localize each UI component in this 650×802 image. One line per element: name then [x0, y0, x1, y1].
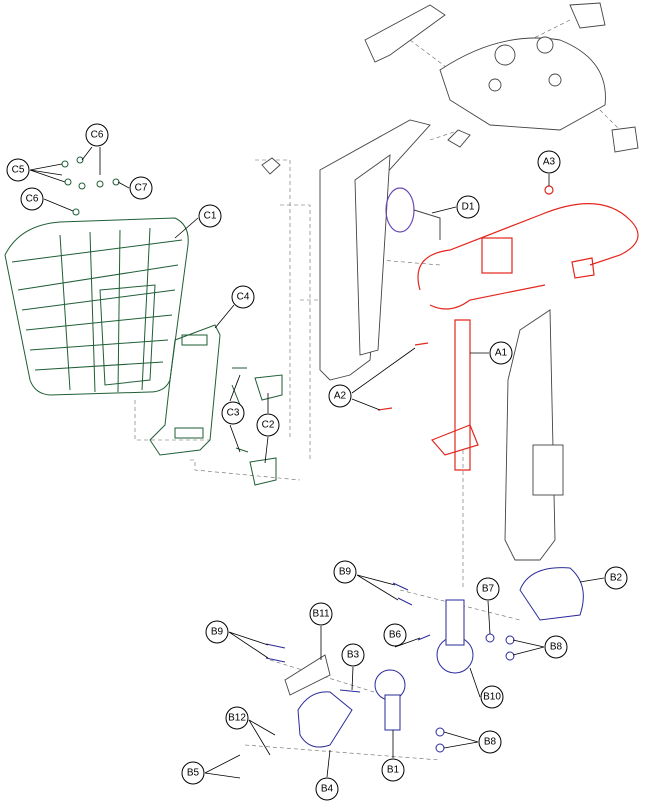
callout-c1: C1	[198, 204, 222, 228]
svg-text:C5: C5	[12, 165, 25, 176]
svg-text:B1: B1	[387, 765, 400, 776]
svg-text:B3: B3	[347, 650, 360, 661]
callout-c3: C3	[221, 401, 245, 425]
tiller-frame	[377, 185, 639, 471]
callout-b11: B11	[309, 602, 333, 626]
base-assembly	[265, 567, 584, 753]
callout-c4: C4	[231, 285, 255, 309]
callout-b12: B12	[225, 706, 249, 730]
callout-b8-bottom: B8	[478, 730, 502, 754]
callout-b1: B1	[381, 758, 405, 782]
svg-text:B9: B9	[211, 627, 224, 638]
svg-text:D1: D1	[462, 202, 475, 213]
svg-text:B8: B8	[484, 737, 497, 748]
callout-c5: C5	[6, 158, 30, 182]
callout-c2: C2	[256, 413, 280, 437]
svg-text:B4: B4	[321, 784, 334, 795]
callout-c7: C7	[129, 176, 153, 200]
svg-text:C2: C2	[262, 420, 275, 431]
svg-text:B10: B10	[483, 692, 501, 703]
basket-clips	[231, 367, 283, 486]
svg-text:A2: A2	[334, 391, 347, 402]
callout-b10: B10	[480, 685, 504, 709]
front-basket	[4, 217, 189, 396]
svg-text:B2: B2	[610, 573, 623, 584]
svg-text:C4: C4	[237, 292, 250, 303]
svg-text:B9: B9	[339, 567, 352, 578]
svg-text:B8: B8	[550, 642, 563, 653]
callout-d1: D1	[456, 195, 480, 219]
callout-b6: B6	[383, 623, 407, 647]
callout-b5: B5	[181, 761, 205, 785]
svg-text:B11: B11	[312, 609, 329, 620]
basket-hardware	[61, 156, 120, 216]
basket-bracket	[149, 324, 221, 456]
callout-b9-left: B9	[205, 620, 229, 644]
callout-b8-top: B8	[544, 635, 568, 659]
callout-b7: B7	[476, 577, 500, 601]
callout-b2: B2	[604, 566, 628, 590]
callout-a2: A2	[328, 384, 352, 408]
mirror	[385, 187, 441, 240]
svg-text:C1: C1	[204, 211, 217, 222]
callout-b4: B4	[315, 777, 339, 801]
callout-c6-left: C6	[20, 187, 44, 211]
svg-text:A3: A3	[543, 157, 556, 168]
svg-text:B5: B5	[187, 768, 200, 779]
callout-c6-top: C6	[85, 123, 109, 147]
svg-text:C7: C7	[135, 183, 148, 194]
callout-a1: A1	[489, 341, 513, 365]
svg-text:B6: B6	[389, 630, 402, 641]
callout-b9-top: B9	[333, 560, 357, 584]
callout-b3: B3	[341, 643, 365, 667]
callout-a3: A3	[537, 150, 561, 174]
svg-text:B7: B7	[482, 584, 495, 595]
tiller-shroud	[261, 2, 639, 561]
svg-text:B12: B12	[228, 713, 246, 724]
svg-text:C6: C6	[26, 194, 39, 205]
svg-text:C6: C6	[91, 130, 104, 141]
svg-text:C3: C3	[227, 408, 240, 419]
svg-text:A1: A1	[495, 348, 508, 359]
leader-lines	[29, 146, 605, 779]
